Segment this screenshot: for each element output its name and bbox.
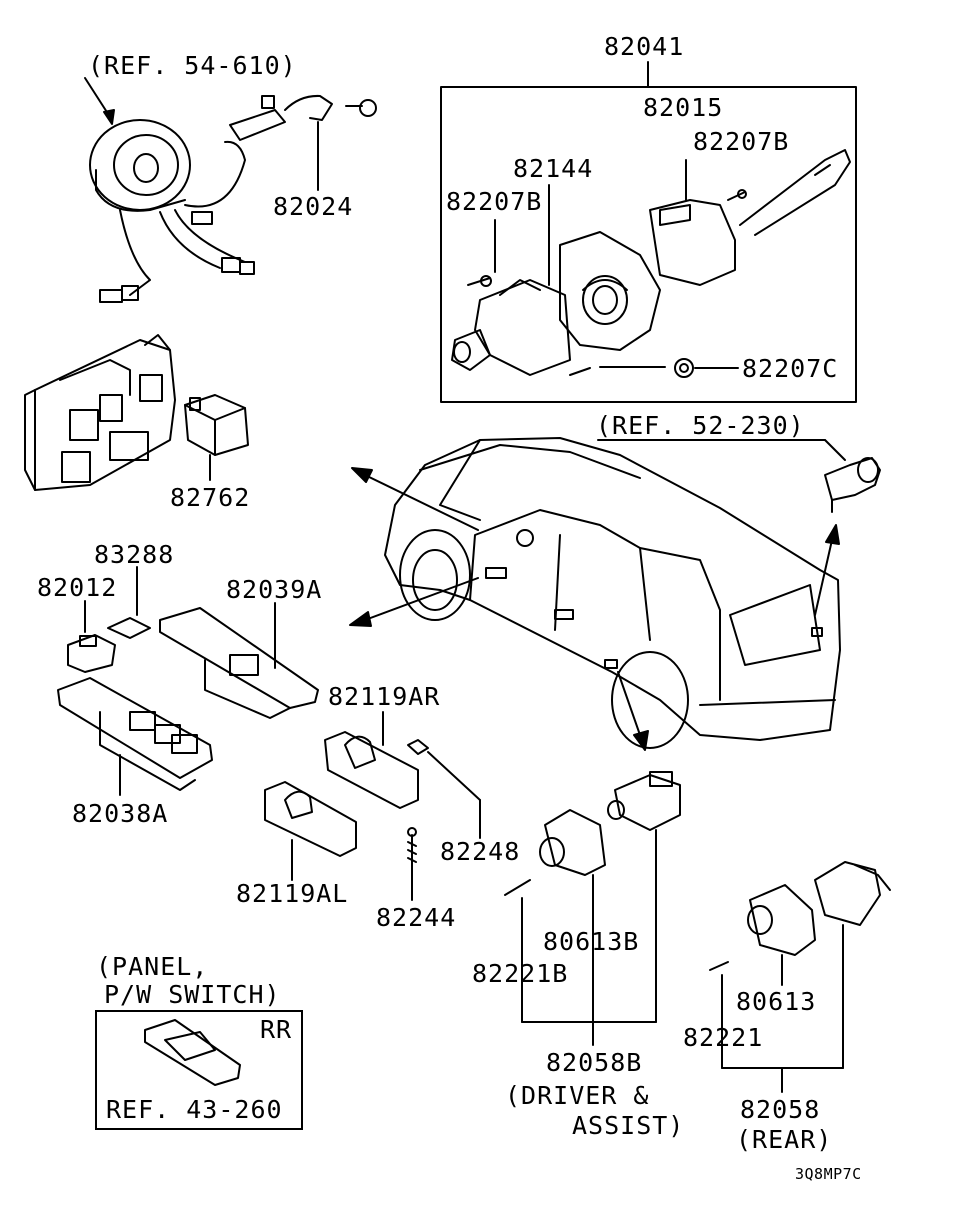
driver-assist-label-line2: ASSIST) [572, 1111, 685, 1140]
part-82144-label: 82144 [513, 154, 594, 183]
part-82041-label: 82041 [604, 32, 685, 61]
column-switch-drawing [451, 149, 851, 378]
rr-label: RR [260, 1015, 293, 1044]
panel-switch-drawing [144, 1019, 241, 1086]
diagram-code-label: 3Q8MP7C [795, 1165, 862, 1183]
clock-spring-drawing [84, 77, 377, 303]
part-82119al-label: 82119AL [236, 879, 349, 908]
ref-54-610-label: (REF. 54-610) [88, 51, 297, 80]
panel-switch-box [95, 1010, 303, 1130]
part-82248-label: 82248 [440, 837, 521, 866]
part-82762-label: 82762 [170, 483, 251, 512]
part-82024-label: 82024 [273, 192, 354, 221]
part-82207c-label: 82207C [742, 354, 839, 383]
panel-label-line1: (PANEL, [96, 952, 209, 981]
part-82221b-label: 82221B [472, 959, 569, 988]
part-82207b-left-label: 82207B [446, 187, 543, 216]
ref-43-260-label: REF. 43-260 [106, 1095, 283, 1124]
junction-box-drawing [24, 334, 249, 491]
driver-assist-label-line1: (DRIVER & [505, 1081, 650, 1110]
rear-label: (REAR) [736, 1125, 833, 1154]
courtesy-lamp-drawing [597, 439, 881, 513]
window-switch-drawing [57, 566, 481, 901]
part-82012-label: 82012 [37, 573, 118, 602]
part-82038a-label: 82038A [72, 799, 169, 828]
part-82119ar-label: 82119AR [328, 682, 441, 711]
part-82207b-top-label: 82207B [693, 127, 790, 156]
part-82058b-label: 82058B [546, 1048, 643, 1077]
part-80613-label: 80613 [736, 987, 817, 1016]
ref-52-230-label: (REF. 52-230) [596, 411, 805, 440]
vehicle-drawing [349, 437, 841, 751]
part-82039a-label: 82039A [226, 575, 323, 604]
part-83288-label: 83288 [94, 540, 175, 569]
part-82015-label: 82015 [643, 93, 724, 122]
panel-label-line2: P/W SWITCH) [104, 980, 281, 1009]
part-80613b-label: 80613B [543, 927, 640, 956]
part-82221-label: 82221 [683, 1023, 764, 1052]
part-82058-label: 82058 [740, 1095, 821, 1124]
door-switch-drawing [504, 771, 891, 1093]
part-82244-label: 82244 [376, 903, 457, 932]
